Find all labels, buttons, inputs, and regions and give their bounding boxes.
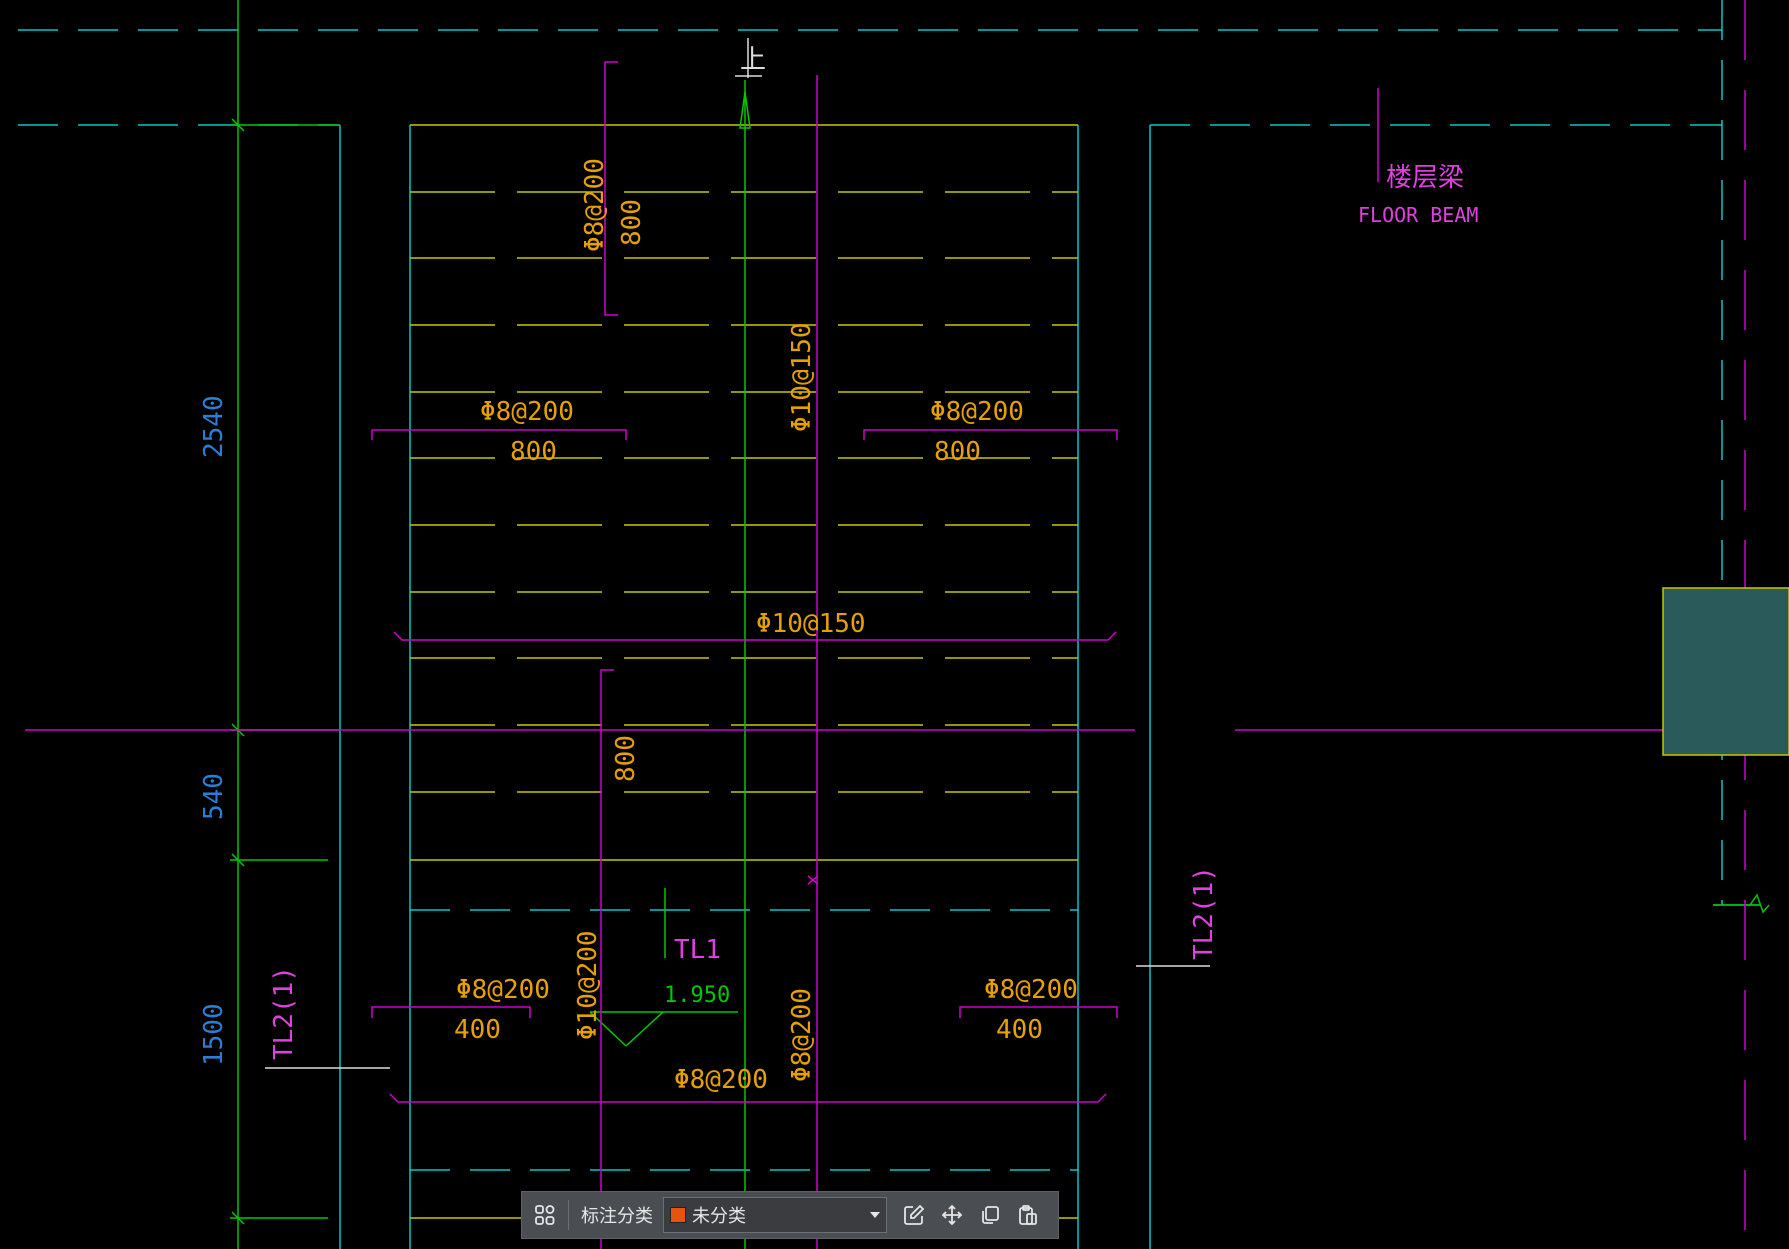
edit-icon[interactable] [897, 1198, 931, 1232]
rebar-label-bottom-horizontal: Φ8@200 [674, 1065, 768, 1095]
chevron-down-icon [870, 1212, 880, 1218]
floor-beam-label-en: FLOOR BEAM [1358, 203, 1478, 227]
span-label-right-top: 800 [934, 437, 981, 467]
stair-treads [410, 124, 1078, 1219]
wall-lines [18, 0, 1760, 1249]
annotation-toolbar: 标注分类 未分类 [521, 1191, 1059, 1239]
rebar-label-right-top: Φ8@200 [930, 397, 1024, 427]
up-arrow-head [739, 91, 751, 129]
rebar-label-left-bottom: Φ8@200 [456, 975, 550, 1005]
rebar-label-center-vertical: Φ10@150 [787, 322, 817, 432]
rebar-label-top-vertical: Φ8@200 [580, 158, 610, 252]
category-label: 标注分类 [581, 1206, 653, 1227]
span-label-mid-vertical: 800 [611, 735, 641, 782]
span-label-left-top: 800 [510, 437, 557, 467]
rebar-lines [25, 0, 1746, 1249]
category-value: 未分类 [692, 1206, 746, 1227]
span-label-right-bottom: 400 [996, 1015, 1043, 1045]
leader-lines [265, 38, 1210, 1069]
category-select[interactable]: 未分类 [663, 1197, 887, 1233]
span-label-top-vertical: 800 [617, 199, 647, 246]
dimension-1500: 1500 [199, 1003, 229, 1066]
rebar-label-bottom-vertical-left: Φ10@200 [573, 930, 603, 1040]
beam-label-tl2-right: TL2(1) [1189, 866, 1219, 960]
beam-label-tl2-left: TL2(1) [269, 966, 299, 1060]
elevation-label: 1.950 [664, 983, 730, 1008]
rebar-label-right-bottom: Φ8@200 [984, 975, 1078, 1005]
grid-icon[interactable] [528, 1198, 562, 1232]
copy-icon[interactable] [973, 1198, 1007, 1232]
paste-icon[interactable] [1011, 1198, 1045, 1232]
dimension-540: 540 [199, 773, 229, 820]
rebar-label-bottom-vertical-right: Φ8@200 [787, 988, 817, 1082]
floor-beam-label-cn: 楼层梁 [1386, 163, 1464, 193]
dimension-lines [230, 0, 1770, 1249]
move-icon[interactable] [935, 1198, 969, 1232]
toolbar-divider [568, 1200, 569, 1230]
rebar-label-left-top: Φ8@200 [480, 397, 574, 427]
column-block [1662, 587, 1789, 756]
rebar-label-middle-horizontal: Φ10@150 [756, 609, 866, 639]
beam-label-tl1: TL1 [674, 935, 721, 965]
span-label-left-bottom: 400 [454, 1015, 501, 1045]
up-arrow-label: 上 [740, 45, 766, 75]
category-color-swatch [670, 1207, 686, 1223]
dimension-2540: 2540 [199, 395, 229, 458]
